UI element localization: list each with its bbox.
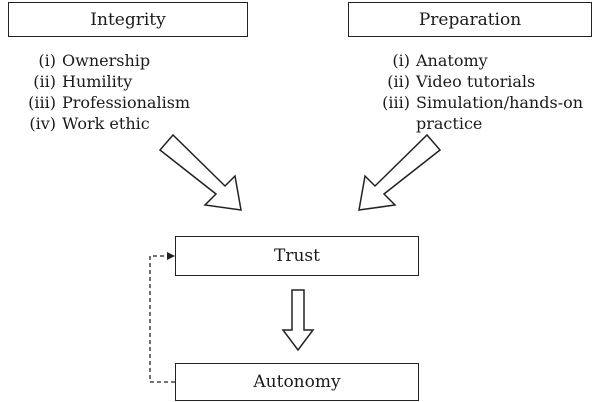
preparation-list: (i) Anatomy (ii) Video tutorials (iii) S… bbox=[370, 50, 588, 134]
list-item-number: (iv) bbox=[29, 114, 56, 133]
list-item: (iii) Simulation/hands-on practice bbox=[370, 92, 588, 134]
list-item-number: (i) bbox=[392, 51, 410, 70]
list-item: (iii) Professionalism bbox=[0, 92, 190, 113]
list-item-text: Ownership bbox=[62, 51, 151, 70]
list-item-number: (iii) bbox=[28, 93, 56, 112]
list-item-number: (ii) bbox=[33, 72, 56, 91]
list-item: (i) Anatomy bbox=[370, 50, 588, 71]
feedback-dashed-line bbox=[149, 255, 175, 383]
feedback-arrowhead bbox=[167, 252, 175, 260]
list-item-text: Professionalism bbox=[62, 93, 191, 112]
autonomy-label: Autonomy bbox=[253, 372, 341, 392]
integrity-list: (i) Ownership (ii) Humility (iii) Profes… bbox=[0, 50, 190, 134]
list-item: (ii) Video tutorials bbox=[370, 71, 588, 92]
integrity-to-trust-arrow bbox=[158, 133, 242, 211]
autonomy-box: Autonomy bbox=[175, 363, 419, 401]
preparation-label: Preparation bbox=[418, 9, 522, 30]
list-item-number: (ii) bbox=[387, 72, 410, 91]
trust-label: Trust bbox=[274, 246, 320, 266]
trust-to-autonomy-arrow bbox=[281, 289, 315, 352]
list-item-text: Anatomy bbox=[416, 51, 488, 70]
integrity-box: Integrity bbox=[8, 2, 248, 37]
list-item-text: Humility bbox=[62, 72, 133, 91]
preparation-box: Preparation bbox=[348, 2, 592, 37]
trust-box: Trust bbox=[175, 236, 419, 276]
list-item-number: (i) bbox=[38, 51, 56, 70]
list-item-text: Video tutorials bbox=[416, 72, 536, 91]
preparation-to-trust-arrow bbox=[358, 133, 442, 211]
list-item-text: Simulation/hands-on practice bbox=[416, 93, 584, 133]
list-item: (iv) Work ethic bbox=[0, 113, 190, 134]
integrity-label: Integrity bbox=[90, 9, 166, 30]
list-item-text: Work ethic bbox=[62, 114, 150, 133]
list-item: (i) Ownership bbox=[0, 50, 190, 71]
list-item-number: (iii) bbox=[382, 93, 410, 112]
list-item: (ii) Humility bbox=[0, 71, 190, 92]
